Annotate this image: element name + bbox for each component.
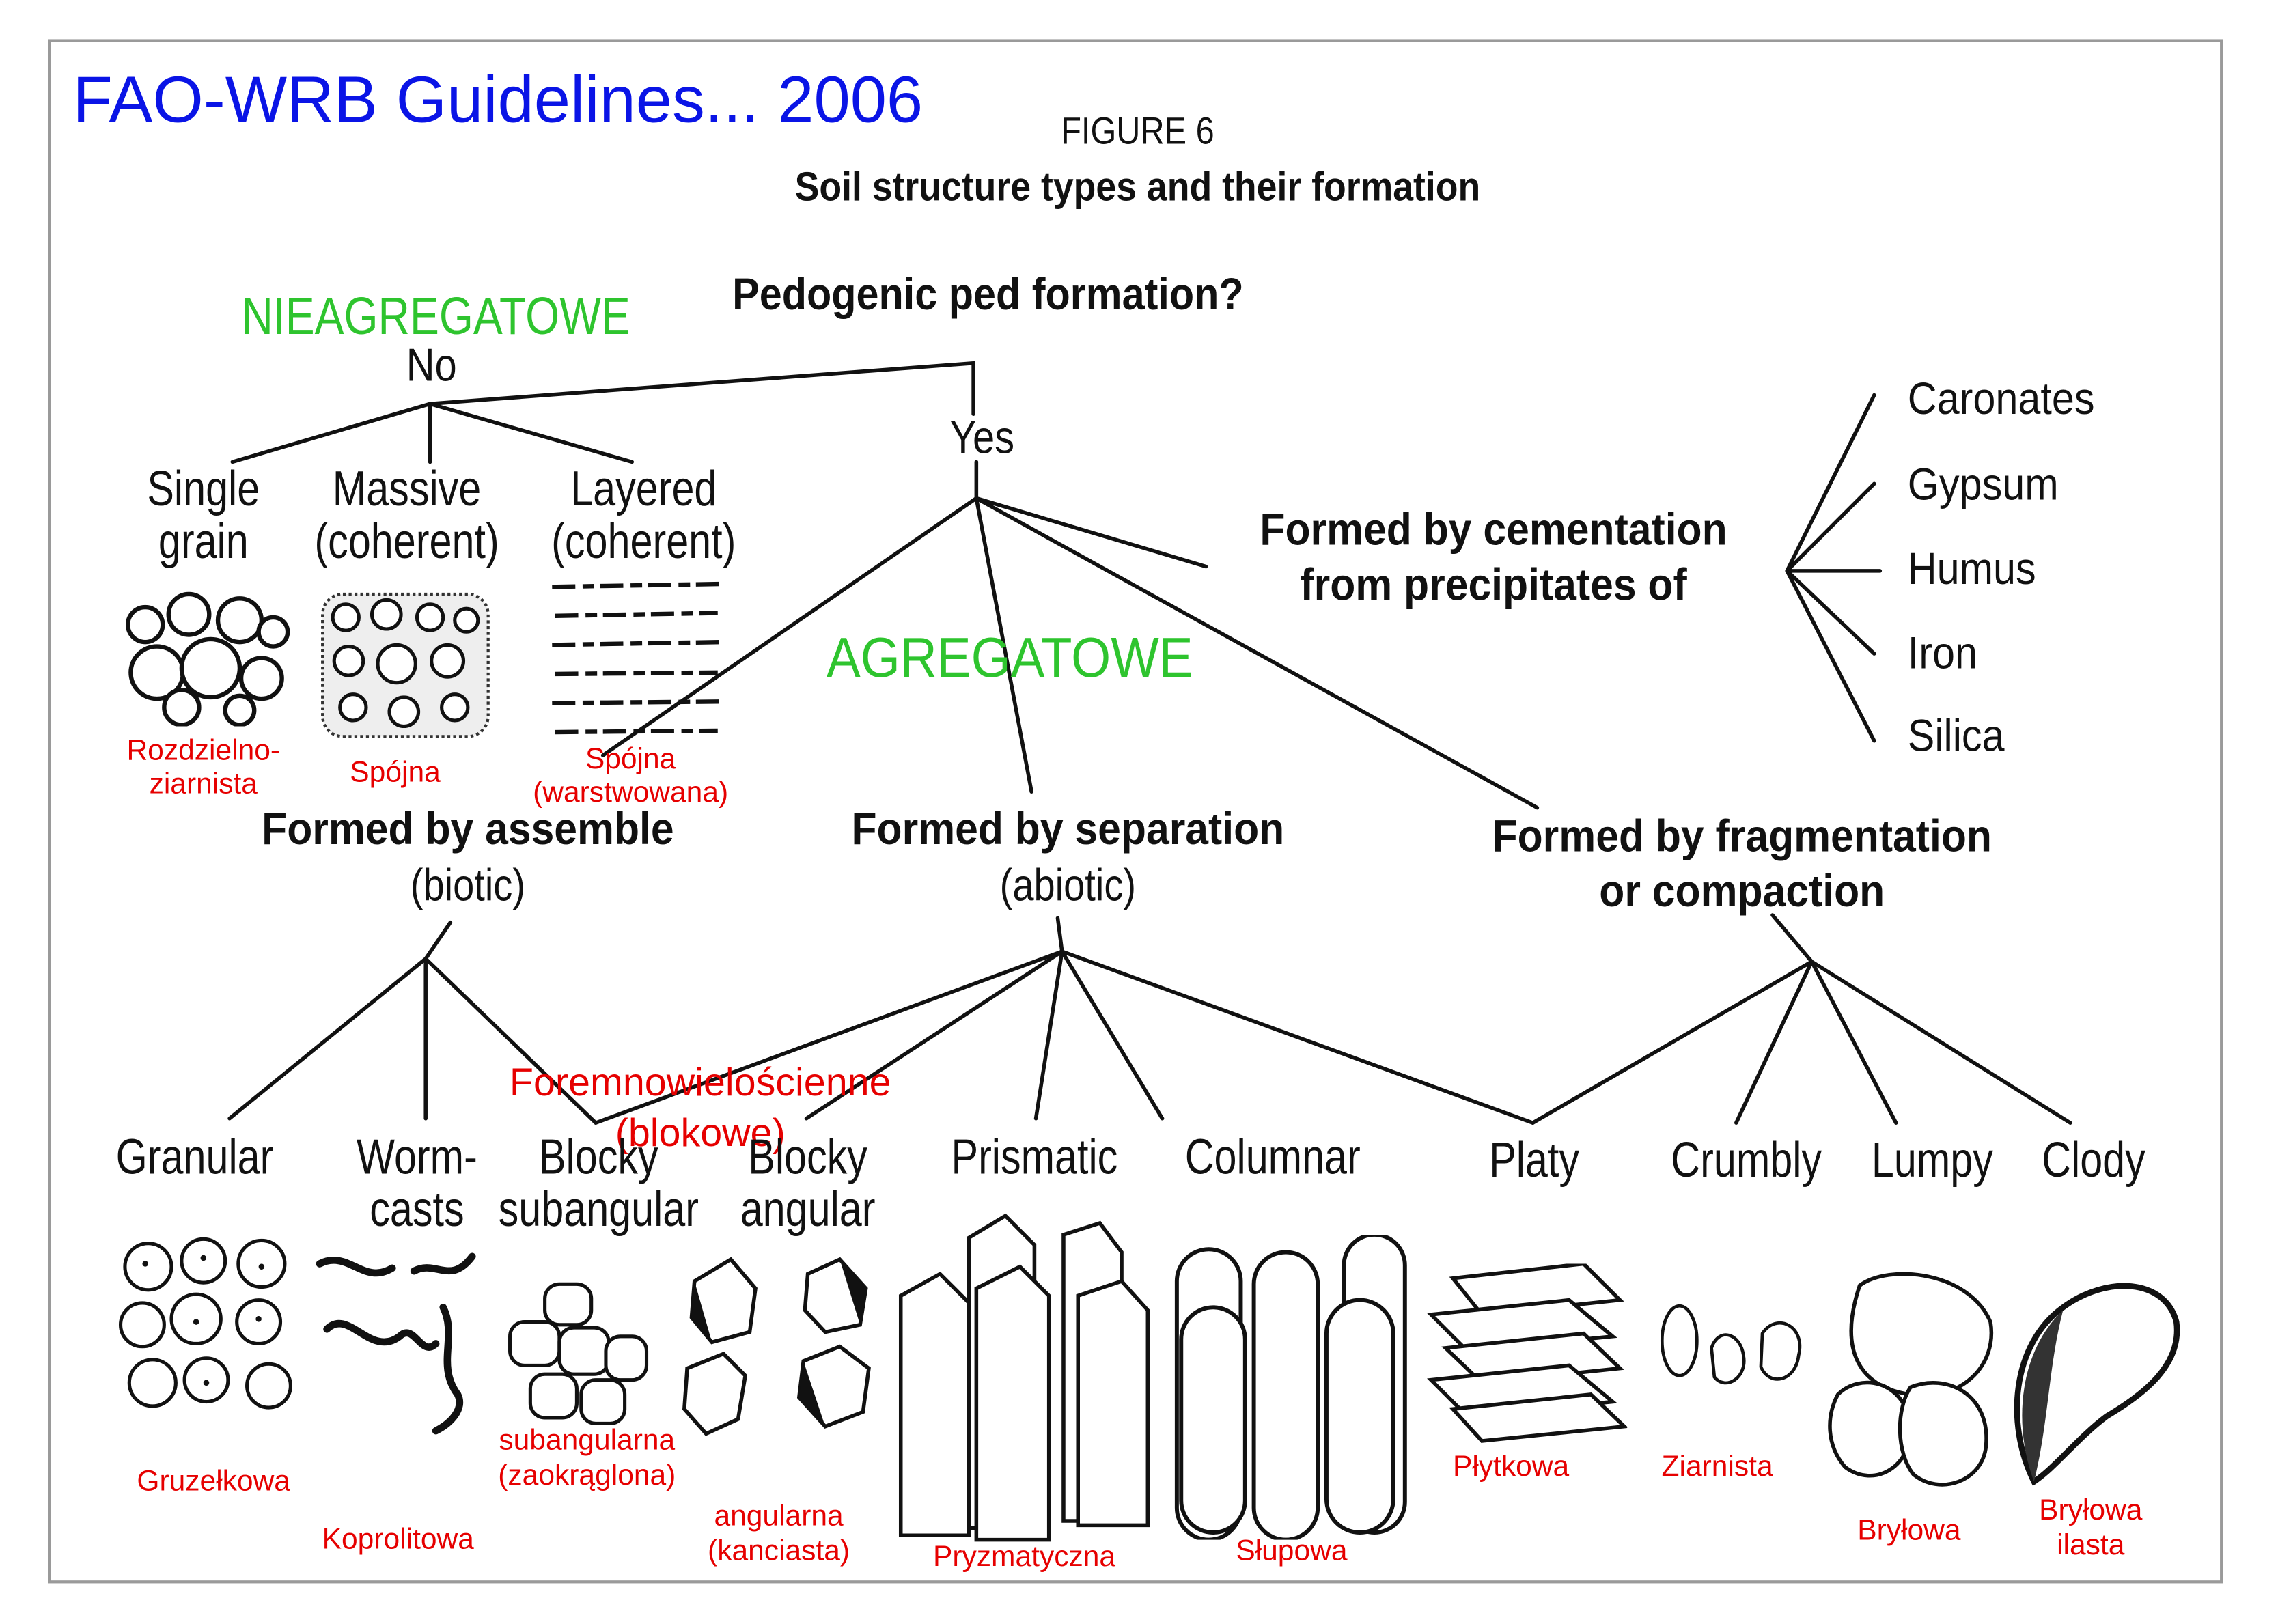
type-columnar: Columnar <box>1184 1130 1361 1186</box>
line-assemble-blocky <box>423 957 598 1125</box>
type-platy: Platy <box>1489 1133 1580 1188</box>
aggregate-group-label: AGREGATOWE <box>827 627 1193 690</box>
line-fragmentation-platy <box>1531 960 1814 1125</box>
line-separation-columnar <box>1060 949 1165 1121</box>
line-assemble-stub <box>423 920 453 961</box>
type-single-grain: Single grain <box>147 462 260 570</box>
figure-frame <box>48 39 2223 1584</box>
yes-label: Yes <box>949 410 1015 464</box>
type-prismatic: Prismatic <box>951 1130 1118 1186</box>
type-clody: Clody <box>2042 1133 2145 1188</box>
group-fragmentation-sub: or compaction <box>1599 865 1885 917</box>
line-assemble-granular <box>227 957 428 1121</box>
line-cem-silica <box>1785 569 1876 743</box>
pl-layered: Spójna (warstwowana) <box>533 744 729 809</box>
type-lumpy: Lumpy <box>1871 1133 1993 1188</box>
blocky-group-label: Foremnowielościenne (blokowe) <box>509 1060 891 1156</box>
cementation-item-caronates: Caronates <box>1907 373 2095 425</box>
type-crumbly: Crumbly <box>1671 1133 1822 1188</box>
pl-crumbly: Ziarnista <box>1661 1451 1773 1483</box>
line-yes-cementation <box>974 496 1208 569</box>
cementation-item-iron: Iron <box>1907 627 1978 679</box>
pl-prismatic: Pryzmatyczna <box>932 1541 1116 1573</box>
massive-sketch <box>321 592 490 738</box>
group-separation-label: Formed by separation <box>851 803 1285 854</box>
line-no-yes <box>428 361 975 416</box>
page-title: FAO-WRB Guidelines... 2006 <box>72 62 923 137</box>
crumbly-sketch <box>1660 1304 1802 1385</box>
line-fragmentation-stub <box>1770 913 1814 964</box>
cementation-item-gypsum: Gypsum <box>1907 459 2059 510</box>
pl-columnar: Słupowa <box>1236 1535 1348 1568</box>
type-massive: Massive (coherent) <box>314 462 499 570</box>
prismatic-sketch <box>898 1213 1150 1542</box>
group-assemble-sub: (biotic) <box>410 860 525 911</box>
line-cem-caronates <box>1785 393 1876 573</box>
line-fragmentation-lumpy <box>1809 960 1898 1125</box>
line-separation-blocky-sub <box>594 949 1064 1125</box>
pl-blocky-angular: angularna (kanciasta) <box>708 1500 850 1568</box>
line-no-single <box>230 402 432 464</box>
cementation-item-humus: Humus <box>1907 543 2036 594</box>
type-blocky-subangular: Blocky subangular <box>498 1130 699 1237</box>
lumpy-sketch <box>1828 1272 1994 1487</box>
single-grain-sketch <box>125 591 290 727</box>
line-cem-gypsum <box>1785 481 1876 573</box>
line-fragmentation-crumbly <box>1734 960 1814 1125</box>
pl-wormcasts: Koprolitowa <box>322 1524 474 1556</box>
pl-lumpy: Bryłowa <box>1857 1515 1961 1548</box>
line-yes-assemble <box>600 496 979 757</box>
platy-sketch <box>1427 1263 1628 1443</box>
pl-granular: Gruzełkowa <box>137 1466 290 1498</box>
line-no-layered <box>428 402 635 464</box>
line-separation-prismatic <box>1033 949 1064 1121</box>
group-assemble-label: Formed by assemble <box>262 803 674 854</box>
wormcasts-sketch <box>316 1252 476 1435</box>
cementation-item-silica: Silica <box>1907 710 2005 761</box>
pl-clody: Bryłowa ilasta <box>2039 1494 2143 1562</box>
figure-title: Soil structure types and their formation <box>794 164 1481 210</box>
type-granular: Granular <box>115 1130 274 1186</box>
non-aggregate-group-label: NIEAGREGATOWE <box>241 286 630 346</box>
blocky-subangular-sketch <box>508 1282 649 1426</box>
blocky-angular-sketch <box>682 1257 871 1436</box>
line-cem-iron <box>1785 569 1876 656</box>
pl-massive: Spójna <box>350 757 441 789</box>
layered-sketch <box>552 581 721 735</box>
group-separation-sub: (abiotic) <box>999 860 1137 911</box>
line-separation-blocky-ang <box>804 949 1064 1121</box>
type-wormcasts: Worm- casts <box>357 1130 477 1237</box>
figure-label: FIGURE 6 <box>1061 109 1214 153</box>
line-separation-stub <box>1055 916 1064 953</box>
line-yes-separation <box>974 496 1033 794</box>
clody-sketch <box>2014 1283 2180 1486</box>
line-fragmentation-clody <box>1809 960 2072 1125</box>
cementation-label: Formed by cementation from precipitates … <box>1260 504 1727 610</box>
group-fragmentation-label: Formed by fragmentation <box>1492 810 1992 862</box>
granular-sketch <box>118 1237 292 1410</box>
line-separation-platy <box>1060 949 1535 1125</box>
pl-platy: Płytkowa <box>1452 1451 1570 1483</box>
line-yes-fragmentation <box>974 496 1540 810</box>
columnar-sketch <box>1174 1234 1407 1540</box>
pl-single-grain: Rozdzielno- ziarnista <box>126 735 281 800</box>
type-blocky-angular: Blocky angular <box>740 1130 876 1237</box>
no-label: No <box>406 338 457 391</box>
type-layered: Layered (coherent) <box>551 462 736 570</box>
pl-blocky-subangular: subangularna (zaokrąglona) <box>498 1425 676 1492</box>
root-question: Pedogenic ped formation? <box>732 268 1244 320</box>
